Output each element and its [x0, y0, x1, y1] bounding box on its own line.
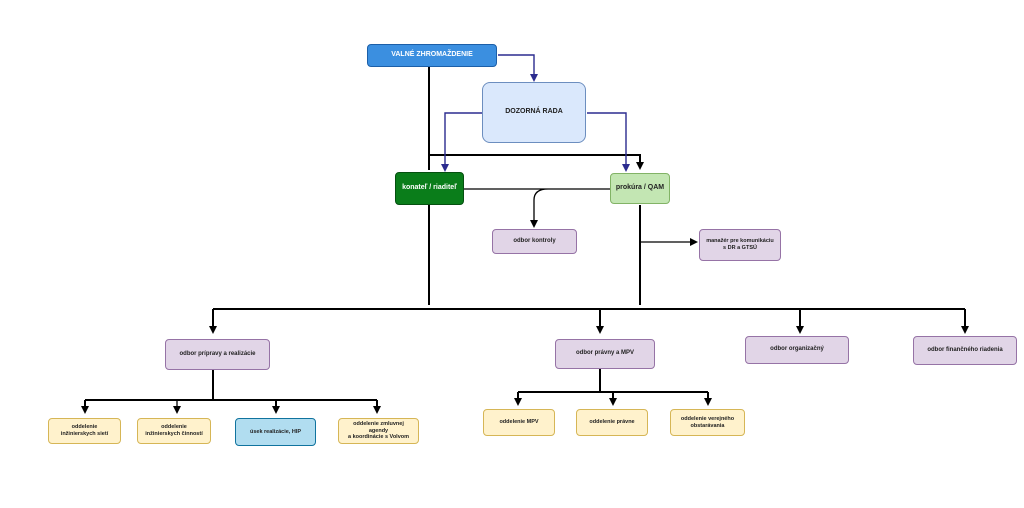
node-oddelenie-mpv: oddelenie MPV [483, 409, 555, 436]
line-to-kontroly [464, 188, 549, 228]
line-bar-prokura [429, 154, 644, 170]
node-valne-zhromazdenie: VALNÉ ZHROMAŽDENIE [367, 44, 497, 67]
line-dozorna-prokura [587, 112, 630, 172]
node-odbor-pravny: odbor právny a MPV [555, 339, 655, 369]
node-oddelenie-zmluvnej: oddelenie zmluvnej agendy a koordinácie … [338, 418, 419, 444]
node-oddelenie-verejneho: oddelenie verejného obstarávania [670, 409, 745, 436]
line-valne-dozorna [498, 54, 538, 82]
node-odbor-kontroly: odbor kontroly [492, 229, 577, 254]
node-prokura-qam: prokúra / QAM [610, 173, 670, 204]
node-konatel-riaditel: konateľ / riaditeľ [395, 172, 464, 205]
node-oddelenie-cinnosti: oddelenie inžinierskych činností [137, 418, 211, 444]
line-dozorna-konatel [441, 112, 483, 172]
node-manazer-komunikacia: manažér pre komunikáciu s DR a GTSÚ [699, 229, 781, 261]
node-usek-hip: úsek realizácie, HIP [235, 418, 316, 446]
node-oddelenie-sieti: oddelenie inžinierskych sietí [48, 418, 121, 444]
node-odbor-organizacny: odbor organizačný [745, 336, 849, 364]
node-odbor-financny: odbor finančného riadenia [913, 336, 1017, 365]
node-dozorna-rada: DOZORNÁ RADA [482, 82, 586, 143]
node-oddelenie-pravne: oddelenie právne [576, 409, 648, 436]
node-odbor-pripravy: odbor prípravy a realizácie [165, 339, 270, 370]
